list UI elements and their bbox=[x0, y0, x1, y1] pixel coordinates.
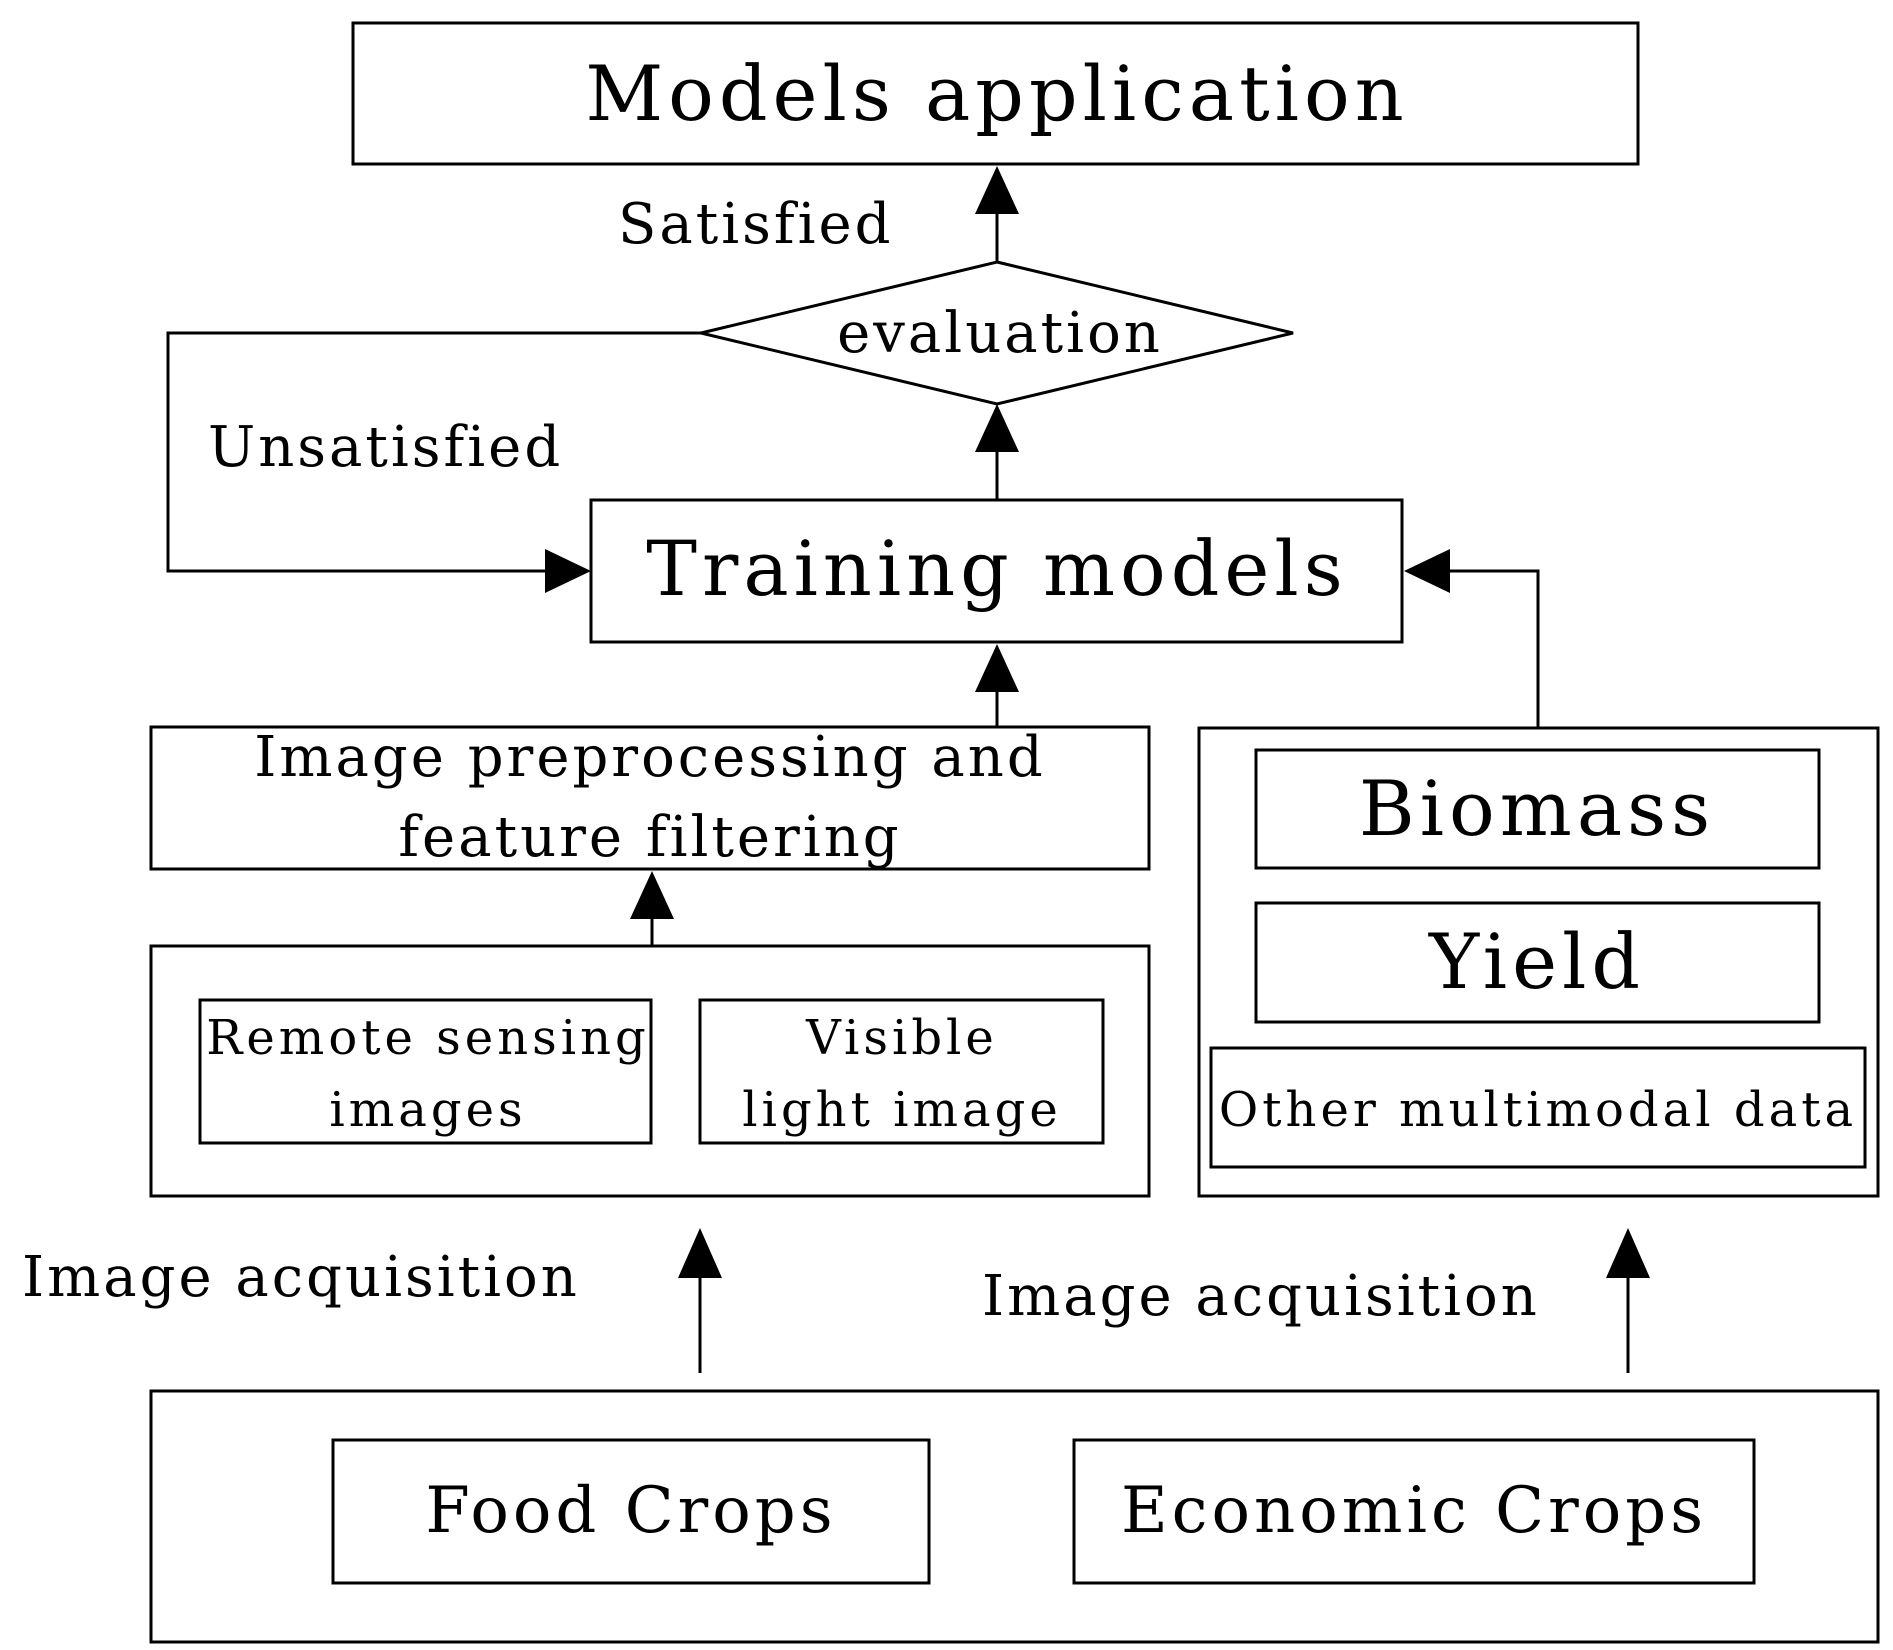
acquisition-right-arrowhead bbox=[1606, 1228, 1650, 1278]
image-acquisition-left-label: Image acquisition bbox=[22, 1245, 580, 1310]
visible-light-label-line1: Visible bbox=[805, 1010, 998, 1066]
biomass-box bbox=[1254, 748, 1821, 870]
unsatisfied-label: Unsatisfied bbox=[208, 415, 563, 480]
preprocessing-label-line1: Image preprocessing and bbox=[254, 725, 1045, 790]
preprocessing-label-line2: feature filtering bbox=[398, 805, 901, 870]
food-crops-box bbox=[331, 1438, 931, 1585]
measured-data-connector bbox=[1450, 569, 1540, 728]
economic-crops-label: Economic Crops bbox=[1121, 1474, 1707, 1548]
unsatisfied-loop-arrowhead bbox=[545, 549, 591, 593]
models-application-box bbox=[351, 21, 1640, 166]
preprocessing-to-training-arrowhead bbox=[975, 644, 1019, 692]
evaluation-label: evaluation bbox=[837, 301, 1163, 366]
visible-light-box bbox=[698, 998, 1105, 1145]
images-to-preprocessing-arrowhead bbox=[630, 871, 674, 919]
unsatisfied-loop-connector bbox=[166, 331, 701, 573]
preprocessing-box bbox=[149, 725, 1151, 871]
other-multimodal-label: Other multimodal data bbox=[1219, 1082, 1857, 1138]
yield-box bbox=[1254, 901, 1821, 1024]
satisfied-arrowhead bbox=[975, 166, 1019, 214]
training-to-evaluation-arrowhead bbox=[975, 404, 1019, 452]
food-crops-label: Food Crops bbox=[425, 1474, 836, 1548]
remote-sensing-box bbox=[198, 998, 653, 1145]
remote-sensing-label-line1: Remote sensing bbox=[206, 1010, 650, 1066]
image-acquisition-right-label: Image acquisition bbox=[982, 1264, 1540, 1329]
yield-label: Yield bbox=[1428, 917, 1645, 1006]
other-multimodal-box bbox=[1209, 1046, 1867, 1169]
models-application-label: Models application bbox=[585, 49, 1408, 138]
economic-crops-box bbox=[1072, 1438, 1756, 1585]
visible-light-label-line2: light image bbox=[742, 1082, 1062, 1138]
measured-data-arrowhead bbox=[1404, 549, 1450, 593]
satisfied-label: Satisfied bbox=[618, 192, 894, 257]
training-models-label: Training models bbox=[646, 524, 1347, 613]
biomass-label: Biomass bbox=[1359, 764, 1715, 853]
remote-sensing-label-line2: images bbox=[329, 1082, 526, 1138]
acquisition-left-arrowhead bbox=[678, 1228, 722, 1278]
